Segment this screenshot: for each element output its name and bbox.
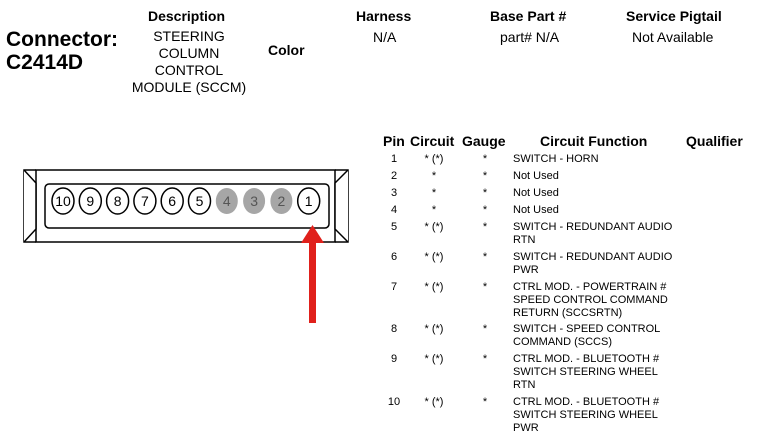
pin-label: 1: [305, 193, 313, 209]
description-heading: Description: [148, 8, 226, 24]
service-pigtail-heading: Service Pigtail: [626, 8, 722, 24]
pin-10: 10: [51, 187, 75, 215]
pin-cell: 8: [390, 323, 398, 335]
circuit-cell: * (*): [424, 221, 444, 233]
gauge-cell: *: [482, 204, 488, 216]
qualifier-column-header: Qualifier: [686, 133, 743, 149]
circuit-cell: *: [431, 204, 437, 216]
gauge-cell: *: [482, 251, 488, 263]
arrow-up-icon: [301, 225, 324, 323]
pin-label: 5: [196, 193, 204, 209]
gauge-cell: *: [482, 396, 488, 408]
pin-label: 4: [223, 193, 231, 209]
connector-label: Connector:: [6, 28, 118, 51]
pin-8: 8: [105, 187, 130, 215]
pin-cell: 7: [390, 281, 398, 293]
circuit-column-header: Circuit: [410, 133, 455, 149]
pin-cell: 3: [390, 187, 398, 199]
connector-face-diagram: 10 9 8 7 6 5 4 3 2 1: [23, 169, 349, 323]
pin-label: 10: [55, 193, 71, 209]
circuit-function-cell: SWITCH - REDUNDANT AUDIO PWR: [513, 251, 673, 276]
pin-4: 4: [215, 188, 238, 214]
connector-title: Connector: C2414D: [6, 28, 118, 74]
pin-1: 1: [296, 187, 321, 215]
base-part-heading: Base Part #: [490, 8, 567, 24]
gauge-cell: *: [482, 153, 488, 165]
circuit-function-cell: CTRL MOD. - BLUETOOTH # SWITCH STEERING …: [513, 396, 660, 434]
pin-9: 9: [78, 187, 103, 215]
gauge-cell: *: [482, 170, 488, 182]
connector-id: C2414D: [6, 51, 84, 74]
color-heading: Color: [268, 42, 305, 58]
circuit-cell: * (*): [424, 251, 444, 263]
circuit-function-cell: SWITCH - HORN: [513, 153, 599, 165]
pin-cell: 4: [390, 204, 398, 216]
pin-7: 7: [133, 187, 157, 215]
circuit-cell: * (*): [424, 353, 444, 365]
pin-cell: 1: [390, 153, 398, 165]
circuit-function-cell: SWITCH - REDUNDANT AUDIO RTN: [513, 221, 673, 246]
gauge-cell: *: [482, 323, 488, 335]
connector-pins: 10 9 8 7 6 5 4 3 2 1: [51, 187, 321, 215]
pin-cell: 2: [390, 170, 398, 182]
circuit-cell: * (*): [424, 396, 444, 408]
circuit-function-cell: CTRL MOD. - POWERTRAIN # SPEED CONTROL C…: [513, 281, 668, 319]
pin-label: 6: [168, 193, 176, 209]
pin-label: 3: [250, 193, 258, 209]
circuit-function-cell: Not Used: [513, 170, 559, 182]
description-value: STEERING COLUMN CONTROL MODULE (SCCM): [131, 28, 247, 95]
pin-5: 5: [187, 187, 212, 215]
base-part-value: part# N/A: [500, 29, 560, 45]
pin-label: 2: [278, 193, 286, 209]
gauge-cell: *: [482, 353, 488, 365]
pin-label: 7: [141, 193, 149, 209]
circuit-function-column-header: Circuit Function: [540, 133, 648, 149]
harness-heading: Harness: [356, 8, 412, 24]
gauge-column-header: Gauge: [462, 133, 506, 149]
pin-cell: 9: [390, 353, 398, 365]
circuit-cell: * (*): [424, 281, 444, 293]
circuit-cell: * (*): [424, 323, 444, 335]
pin-cell: 10: [387, 396, 401, 408]
circuit-function-cell: Not Used: [513, 204, 559, 216]
pin-cell: 6: [390, 251, 398, 263]
pin-6: 6: [160, 187, 184, 215]
circuit-cell: *: [431, 187, 437, 199]
service-pigtail-value: Not Available: [632, 29, 714, 45]
pin-2: 2: [270, 188, 293, 214]
circuit-function-cell: CTRL MOD. - BLUETOOTH # SWITCH STEERING …: [513, 353, 660, 391]
pin-label: 8: [114, 193, 122, 209]
gauge-cell: *: [482, 221, 488, 233]
pin-label: 9: [86, 193, 94, 209]
circuit-function-cell: SWITCH - SPEED CONTROL COMMAND (SCCS): [513, 323, 661, 348]
gauge-cell: *: [482, 281, 488, 293]
circuit-cell: *: [431, 170, 437, 182]
pin-3: 3: [243, 188, 266, 214]
pin-column-header: Pin: [383, 133, 405, 149]
gauge-cell: *: [482, 187, 488, 199]
harness-value: N/A: [373, 29, 397, 45]
pin-cell: 5: [390, 221, 398, 233]
circuit-function-cell: Not Used: [513, 187, 559, 199]
circuit-cell: * (*): [424, 153, 444, 165]
